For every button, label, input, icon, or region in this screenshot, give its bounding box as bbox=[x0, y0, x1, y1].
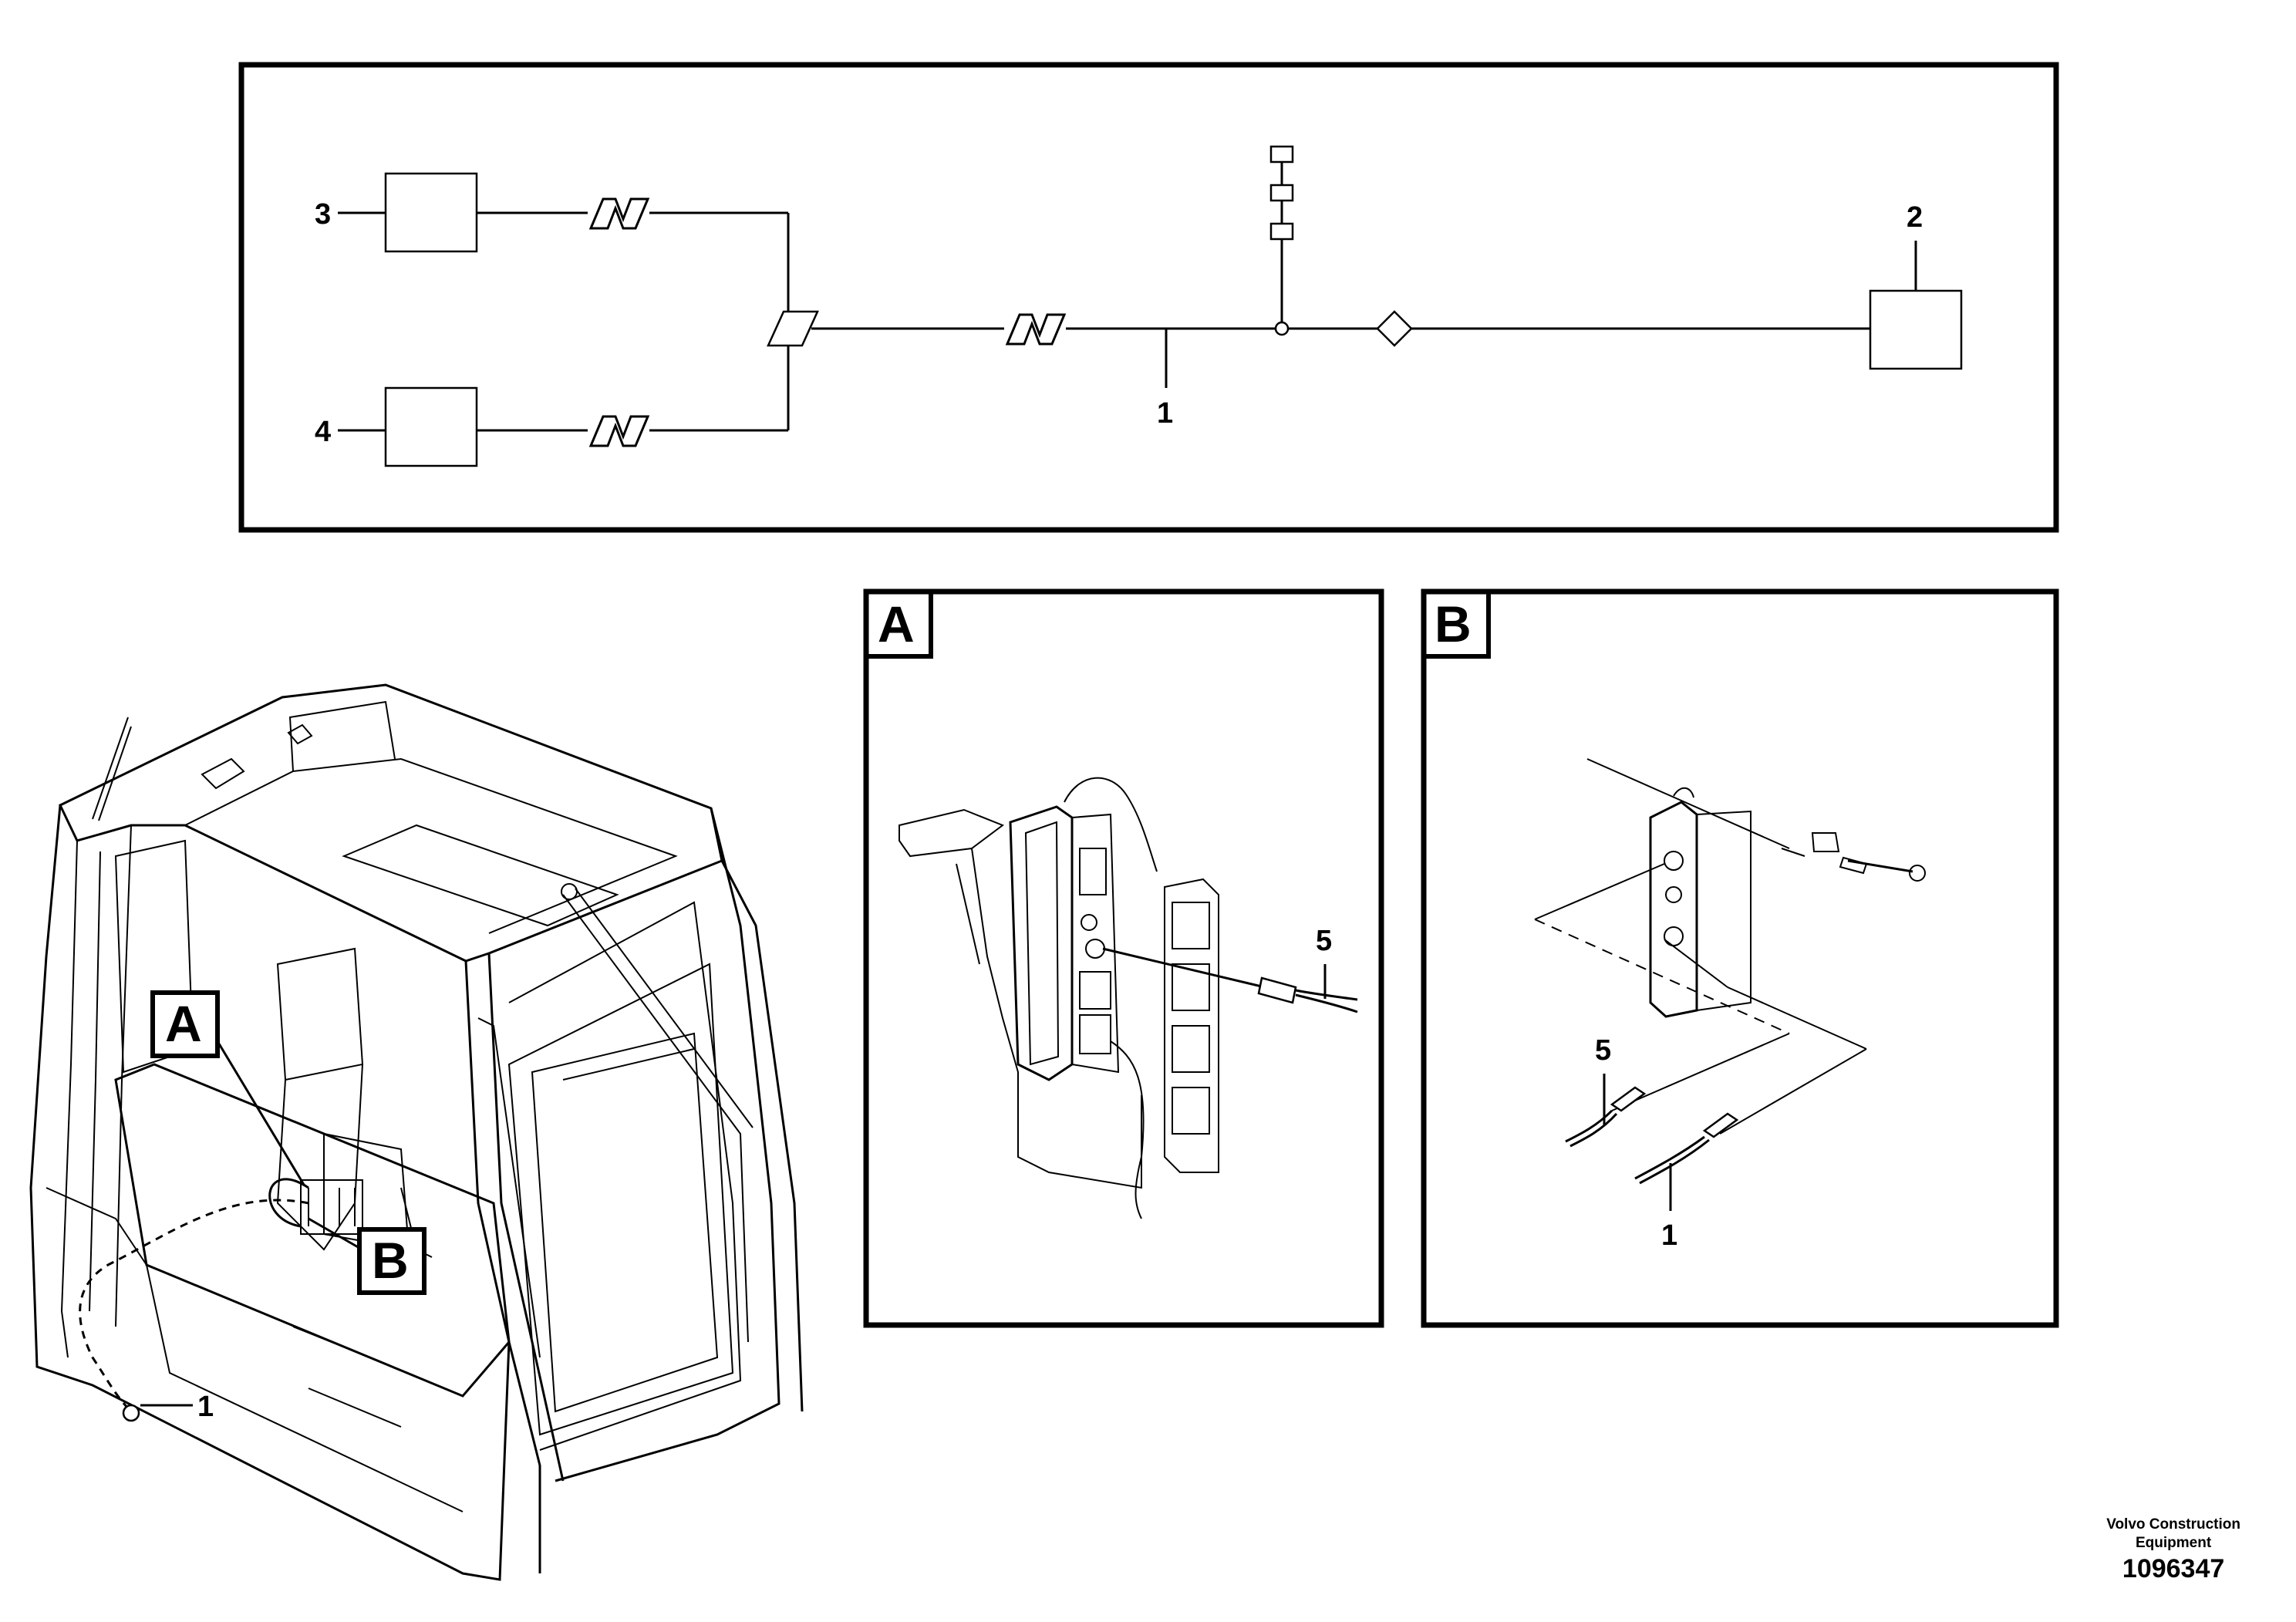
detail-b-callout-5: 5 bbox=[1595, 1034, 1611, 1067]
plug-b-1 bbox=[1702, 1112, 1739, 1138]
detail-b-callout-1: 1 bbox=[1661, 1219, 1677, 1252]
detail-a-frame bbox=[863, 588, 1384, 1328]
wire-node bbox=[1274, 321, 1290, 336]
detail-b-panel: B 5 1 bbox=[1421, 588, 2059, 1328]
stack-connector-upper bbox=[1269, 145, 1294, 164]
washer bbox=[1811, 832, 1840, 852]
cable-break-symbol-lower bbox=[588, 415, 650, 447]
door-window bbox=[507, 963, 734, 1436]
cable-break-symbol-upper bbox=[588, 197, 650, 230]
stack-connector-lower bbox=[1269, 222, 1294, 241]
detail-a-panel: A 5 bbox=[863, 588, 1384, 1328]
cab-illustration: 1 A B bbox=[29, 683, 804, 1581]
brand-line-2: Equipment bbox=[2136, 1535, 2212, 1551]
antenna bbox=[92, 717, 129, 820]
schematic-unit-4 bbox=[384, 386, 478, 467]
callout-2: 2 bbox=[1907, 201, 1923, 234]
cab-roof bbox=[59, 683, 723, 963]
junction-connector-symbol bbox=[767, 310, 819, 347]
drawing-number: 1096347 bbox=[2122, 1554, 2225, 1583]
detail-a-callout-5: 5 bbox=[1316, 925, 1332, 957]
cab-label-b-box bbox=[357, 1227, 426, 1295]
callout-3: 3 bbox=[315, 198, 331, 231]
leader-cab-a bbox=[216, 1040, 305, 1185]
callout-1: 1 bbox=[1157, 397, 1173, 430]
detail-a-letter-box bbox=[864, 589, 933, 659]
cab-label-a: A bbox=[165, 995, 202, 1052]
control-unit-side bbox=[1649, 801, 1698, 1018]
callout-4: 4 bbox=[315, 416, 331, 448]
fuse-block bbox=[300, 1179, 363, 1235]
cab-callout-1: 1 bbox=[197, 1391, 214, 1423]
cab-connector bbox=[122, 1404, 140, 1422]
stack-connector-middle bbox=[1269, 184, 1294, 202]
schematic-unit-3 bbox=[384, 172, 478, 253]
socket-port bbox=[1085, 939, 1105, 959]
detail-b-frame bbox=[1421, 588, 2059, 1328]
schematic-frame bbox=[238, 62, 2059, 533]
diamond-connector-symbol bbox=[1376, 310, 1413, 347]
leader-cab-b bbox=[308, 1217, 360, 1249]
cab-label-b: B bbox=[372, 1232, 409, 1289]
plug-5 bbox=[1257, 976, 1297, 1004]
mounting-bolt bbox=[1847, 859, 1913, 873]
cab-label-a-box bbox=[150, 990, 220, 1058]
control-unit bbox=[1009, 805, 1074, 1081]
detail-b-letter: B bbox=[1435, 595, 1472, 653]
footer-block: Volvo Construction Equipment 1096347 bbox=[2106, 1516, 2240, 1585]
cable-break-symbol-main bbox=[1005, 313, 1067, 346]
cable-route-1 bbox=[79, 1199, 309, 1413]
brand-line-1: Volvo Construction bbox=[2106, 1516, 2240, 1533]
detail-a-letter: A bbox=[878, 595, 915, 653]
schematic-unit-2 bbox=[1869, 289, 1963, 370]
schematic-panel: 3 4 1 bbox=[238, 62, 2059, 533]
detail-b-letter-box bbox=[1421, 589, 1491, 659]
plug-b-5 bbox=[1610, 1086, 1647, 1112]
roof-hatch bbox=[342, 824, 619, 927]
